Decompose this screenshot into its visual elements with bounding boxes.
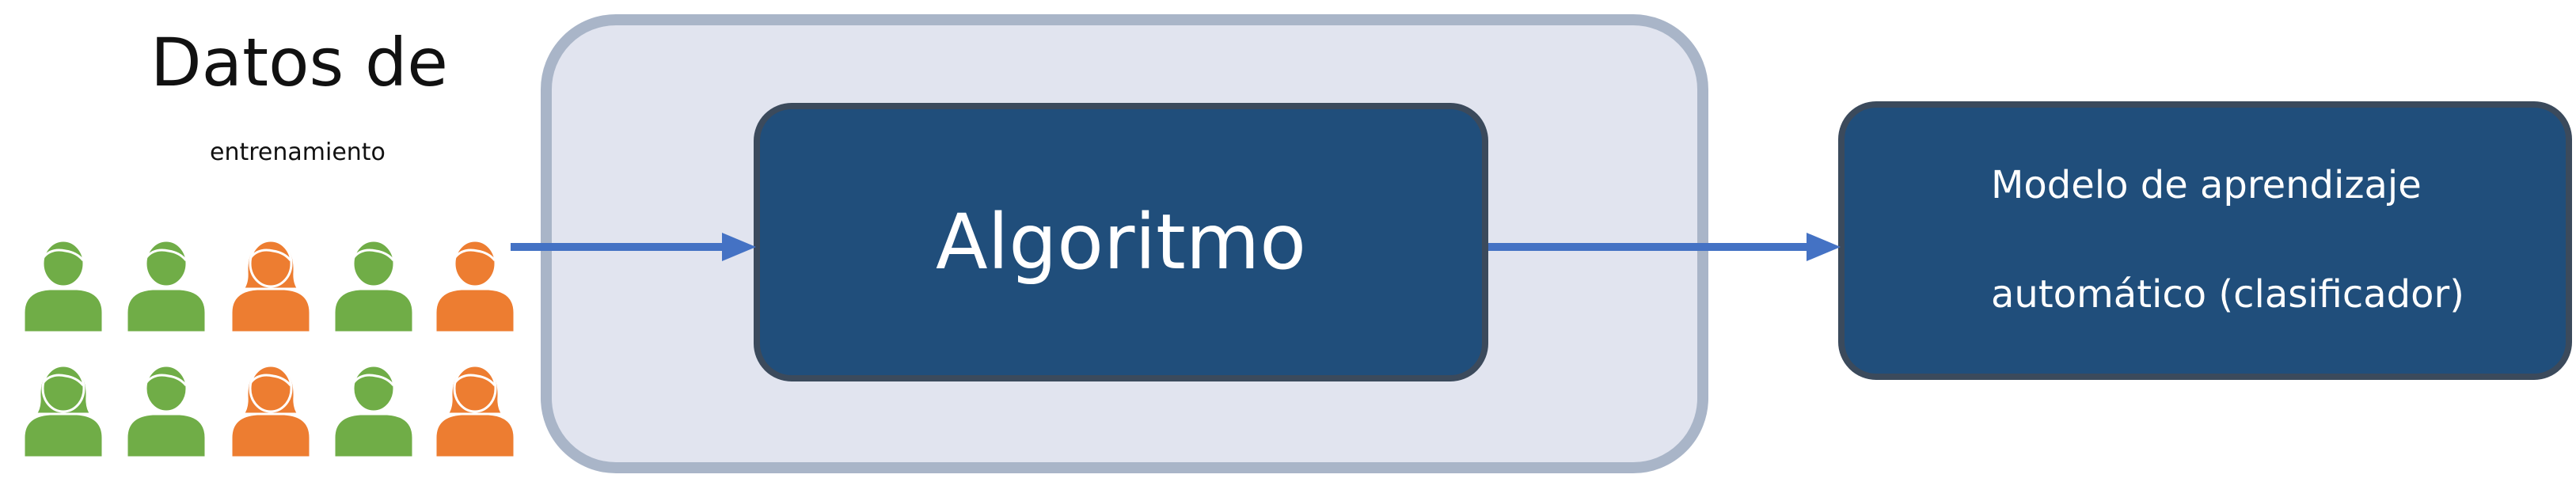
training-data-title: Datos de (150, 24, 448, 101)
algorithm-label: Algoritmo (935, 198, 1307, 287)
person-icon (227, 233, 314, 332)
person-icon (330, 233, 417, 332)
person-icon (431, 359, 519, 457)
person-icon (431, 233, 519, 332)
training-data-subtitle: entrenamiento (210, 139, 386, 166)
model-label-line-1: Modelo de aprendizaje (1991, 163, 2422, 207)
model-label-line-2: automático (clasificador) (1991, 272, 2464, 317)
person-icon (123, 233, 210, 332)
person-icon (123, 359, 210, 457)
person-icon (20, 359, 107, 457)
algorithm-box: Algoritmo (754, 103, 1488, 381)
person-icon (20, 233, 107, 332)
training-data-people (20, 233, 519, 463)
model-box: Modelo de aprendizaje automático (clasif… (1838, 101, 2572, 380)
person-icon (227, 359, 314, 457)
person-icon (330, 359, 417, 457)
